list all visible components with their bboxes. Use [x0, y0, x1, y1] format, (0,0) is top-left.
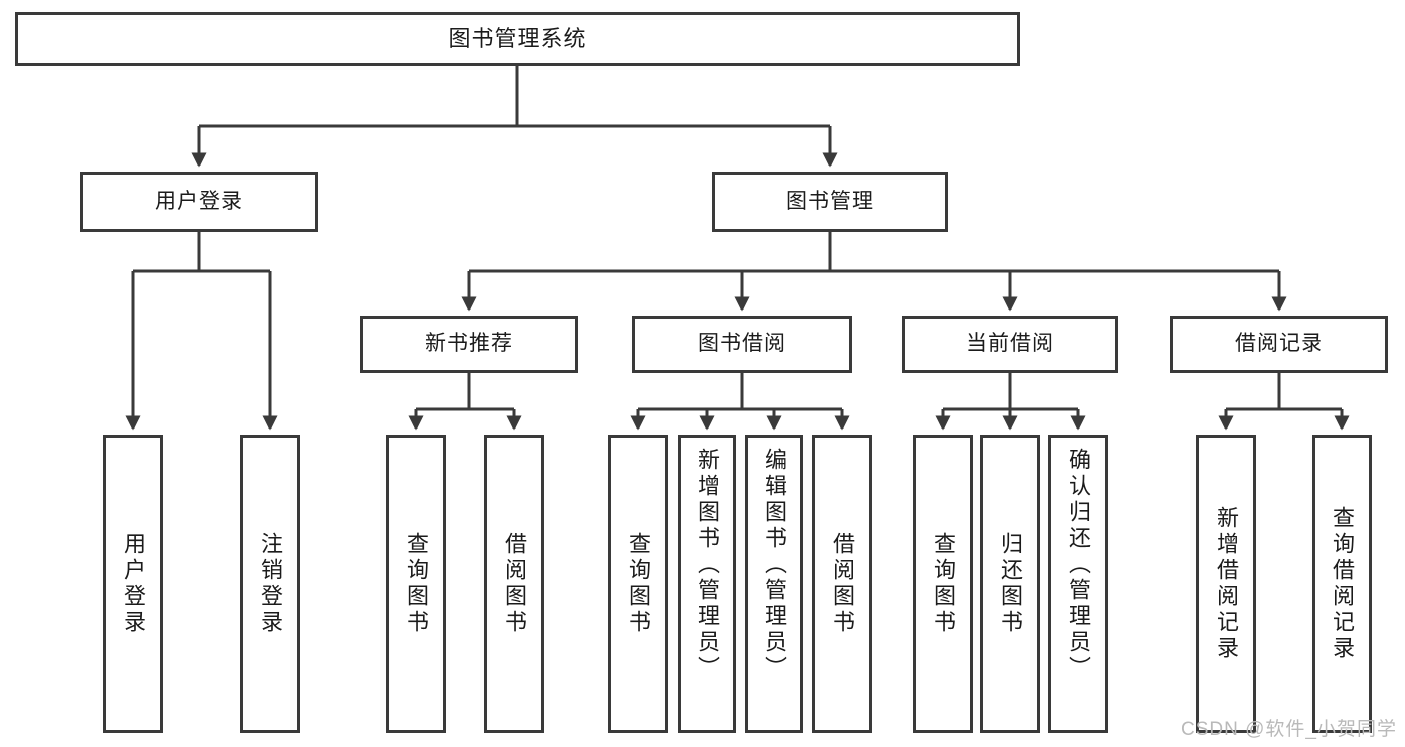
leaf-edit-book-admin[interactable]: 编辑图书（管理员）: [745, 435, 803, 733]
leaf-label: 查询借阅记录: [1330, 506, 1355, 662]
leaf-add-borrow-record[interactable]: 新增借阅记录: [1196, 435, 1256, 733]
leaf-query-borrow-record[interactable]: 查询借阅记录: [1312, 435, 1372, 733]
leaf-label: 新增借阅记录: [1214, 506, 1239, 662]
node-new-book-recommendation[interactable]: 新书推荐: [360, 316, 578, 373]
node-label: 图书借阅: [698, 332, 786, 356]
node-label: 当前借阅: [966, 332, 1054, 356]
node-book-management-system[interactable]: 图书管理系统: [15, 12, 1020, 66]
node-label: 图书管理: [786, 189, 874, 213]
node-label: 借阅记录: [1235, 332, 1323, 356]
leaf-confirm-return-admin[interactable]: 确认归还（管理员）: [1048, 435, 1108, 733]
leaf-add-book-admin[interactable]: 新增图书（管理员）: [678, 435, 736, 733]
leaf-query-book-borrow[interactable]: 查询图书: [608, 435, 668, 733]
leaf-label: 注销登录: [258, 532, 283, 636]
leaf-label: 查询图书: [404, 532, 429, 636]
leaf-user-login-action[interactable]: 用户登录: [103, 435, 163, 733]
node-book-borrow[interactable]: 图书借阅: [632, 316, 852, 373]
node-label: 新书推荐: [425, 332, 513, 356]
leaf-return-book[interactable]: 归还图书: [980, 435, 1040, 733]
leaf-label: 查询图书: [626, 532, 651, 636]
leaf-label: 用户登录: [121, 532, 146, 636]
leaf-label: 借阅图书: [830, 532, 855, 636]
leaf-borrow-book-action[interactable]: 借阅图书: [812, 435, 872, 733]
leaf-query-book-current[interactable]: 查询图书: [913, 435, 973, 733]
leaf-label: 查询图书: [931, 532, 956, 636]
leaf-label: 借阅图书: [502, 532, 527, 636]
node-current-borrow[interactable]: 当前借阅: [902, 316, 1118, 373]
leaf-label: 编辑图书（管理员）: [762, 448, 787, 682]
leaf-borrow-book-recommendation[interactable]: 借阅图书: [484, 435, 544, 733]
leaf-label: 归还图书: [998, 532, 1023, 636]
node-label: 用户登录: [155, 189, 243, 213]
node-label: 图书管理系统: [448, 26, 587, 52]
leaf-logout-action[interactable]: 注销登录: [240, 435, 300, 733]
leaf-query-book-recommendation[interactable]: 查询图书: [386, 435, 446, 733]
node-user-login[interactable]: 用户登录: [80, 172, 318, 232]
node-borrow-record[interactable]: 借阅记录: [1170, 316, 1388, 373]
leaf-label: 新增图书（管理员）: [695, 448, 720, 682]
node-book-management[interactable]: 图书管理: [712, 172, 948, 232]
leaf-label: 确认归还（管理员）: [1066, 448, 1091, 682]
